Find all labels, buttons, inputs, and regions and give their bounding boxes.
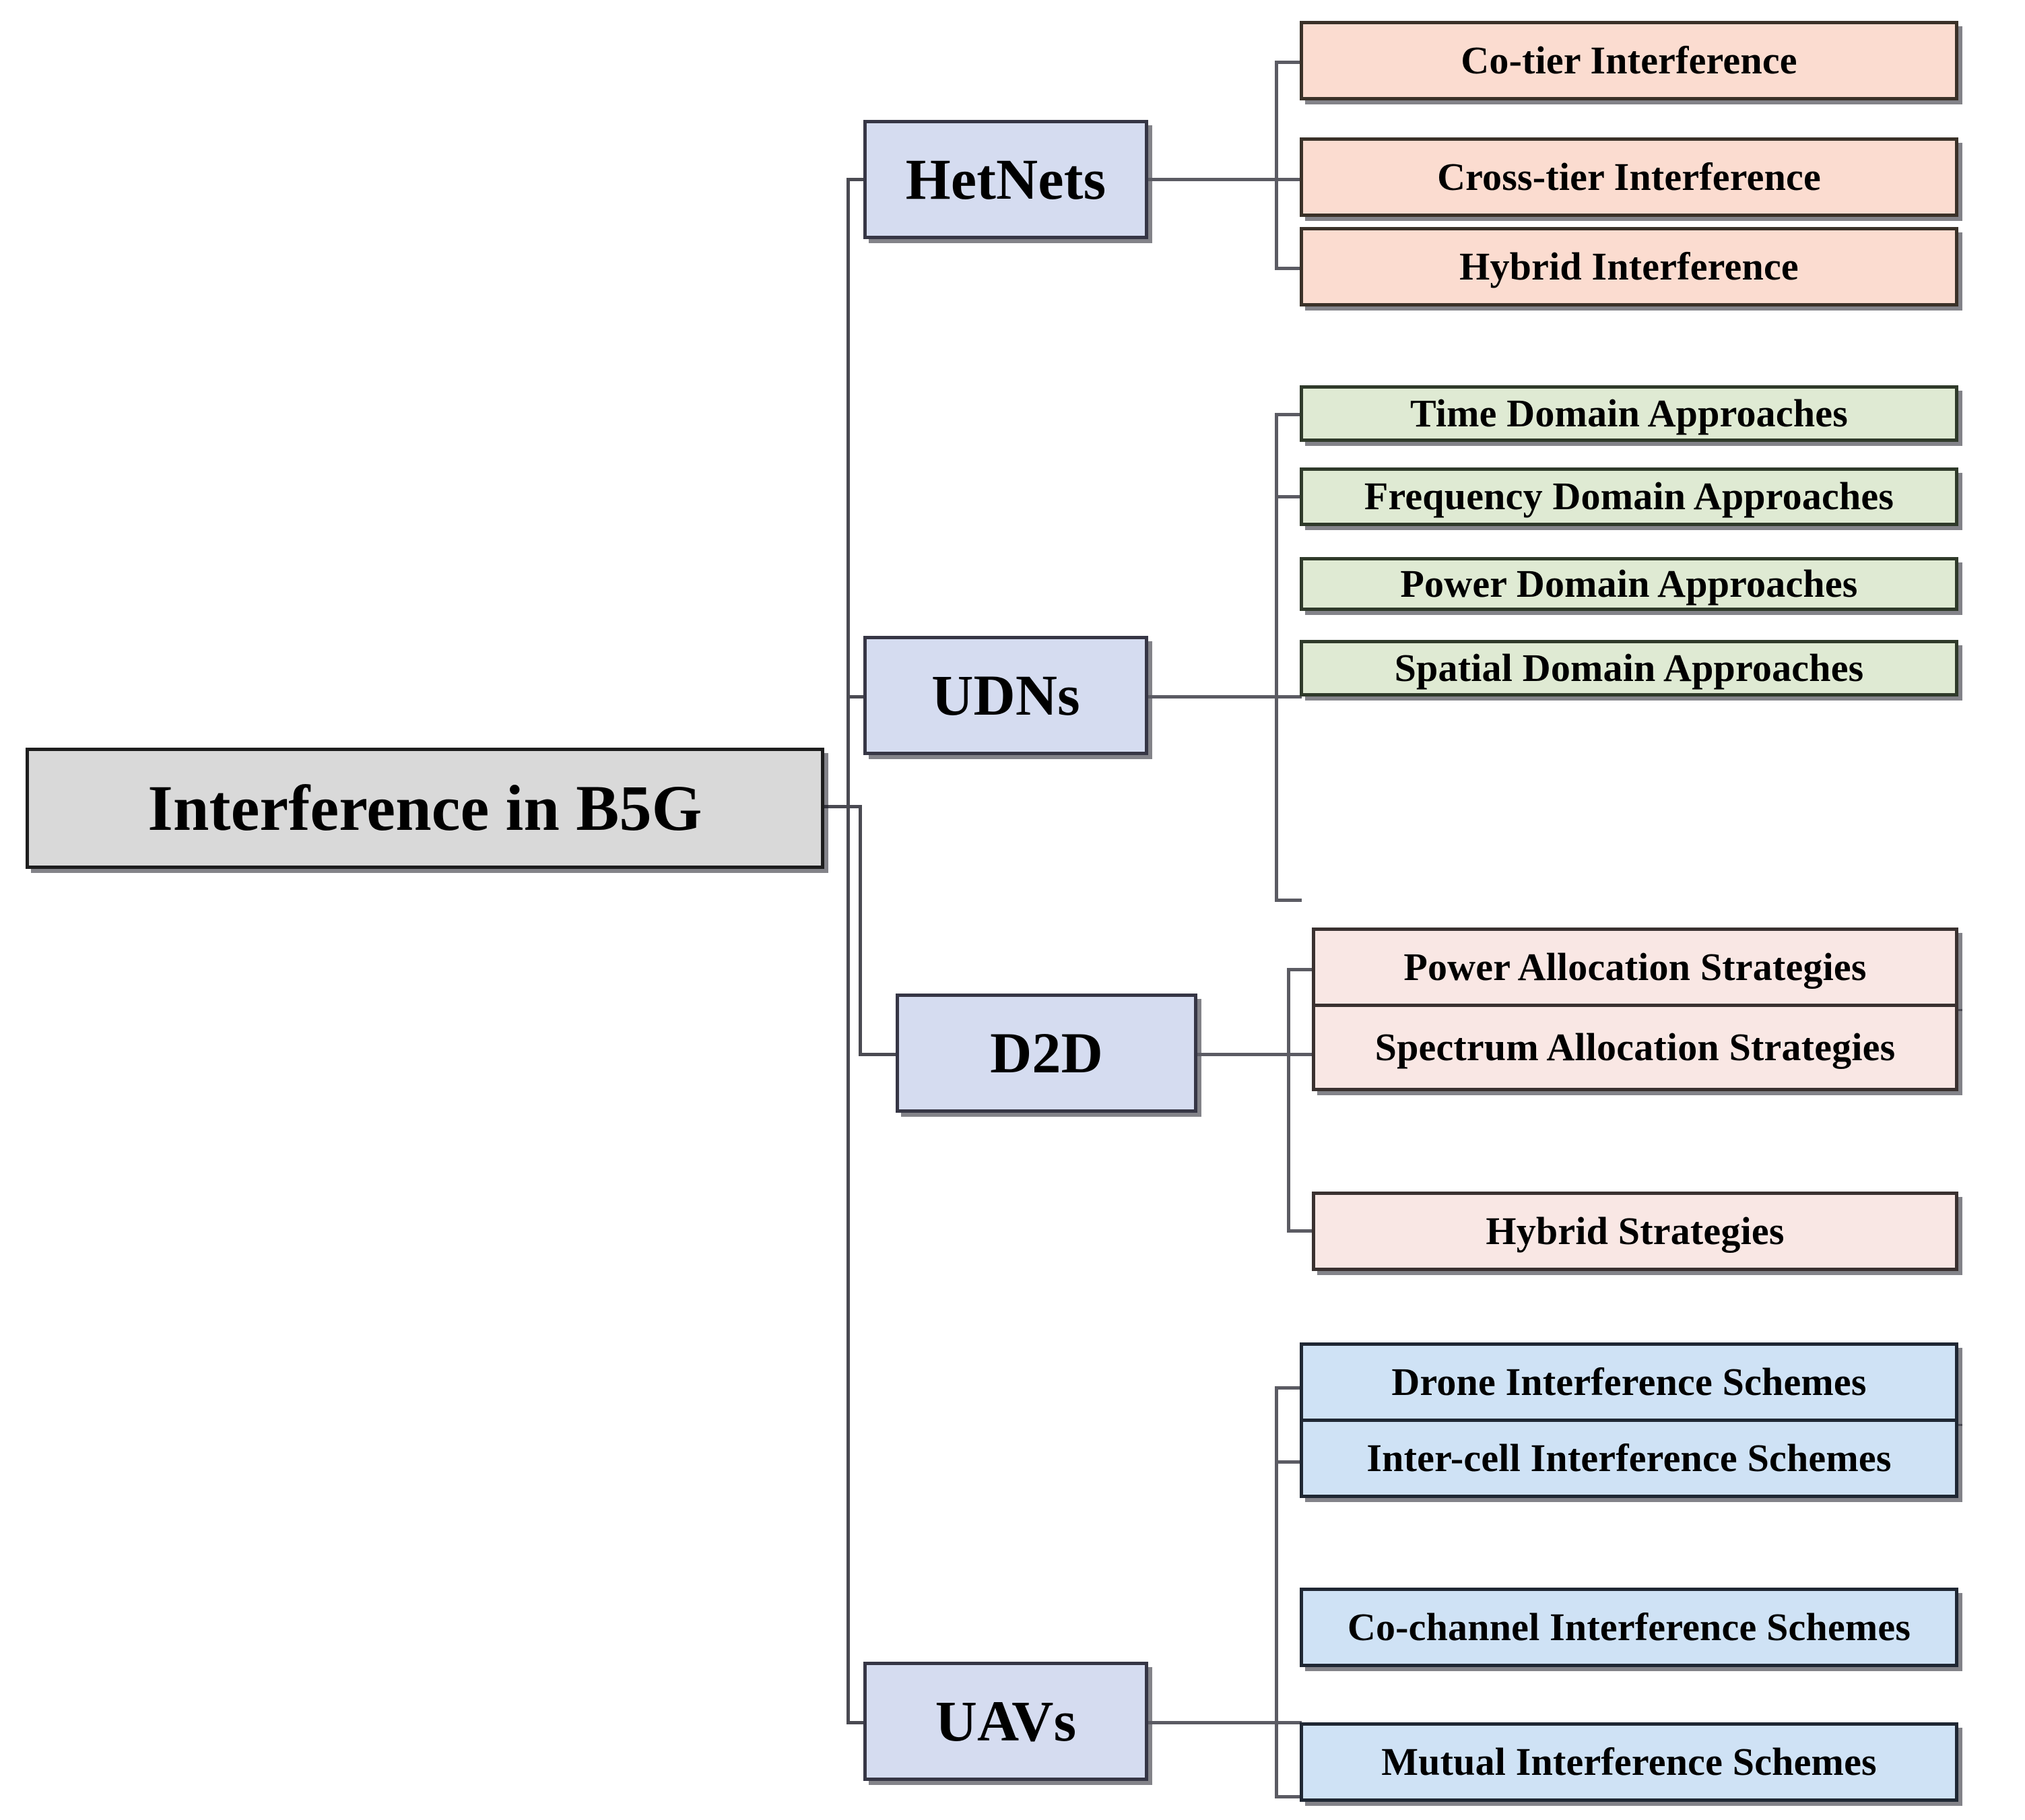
connector-d2d-leaf-0 <box>1287 968 1314 971</box>
leaf-label: Spectrum Allocation Strategies <box>1374 1025 1896 1069</box>
leaf-label: Inter-cell Interference Schemes <box>1366 1435 1892 1480</box>
connector-hetnets-out <box>1148 178 1276 181</box>
leaf-label: Frequency Domain Approaches <box>1364 474 1894 519</box>
leaf-label: Co-channel Interference Schemes <box>1347 1604 1911 1649</box>
connector-udns-leaf-0 <box>1275 413 1302 416</box>
leaf-label: Mutual Interference Schemes <box>1381 1739 1877 1784</box>
leaf-node-hybrid-interference[interactable]: Hybrid Interference <box>1300 227 1958 306</box>
leaf-node-spatial-domain-approaches[interactable]: Spatial Domain Approaches <box>1300 640 1958 696</box>
connector-udns-bus <box>1275 413 1278 902</box>
leaf-node-drone-interference-schemes[interactable]: Drone Interference Schemes <box>1300 1342 1958 1422</box>
connector-hetnets-leaf-0 <box>1275 61 1302 64</box>
branch-node-uavs[interactable]: UAVs <box>863 1662 1148 1781</box>
branch-node-hetnets-label: HetNets <box>905 147 1106 212</box>
connector-uavs-bus <box>1275 1386 1278 1796</box>
leaf-label: Time Domain Approaches <box>1410 391 1848 435</box>
connector-root-stub <box>824 805 851 808</box>
leaf-label: Spatial Domain Approaches <box>1394 645 1864 690</box>
connector-uavs-leaf-2 <box>1275 1721 1302 1724</box>
root-node-interference-in-b5g[interactable]: Interference in B5G <box>26 748 824 869</box>
leaf-node-power-allocation-strategies[interactable]: Power Allocation Strategies <box>1312 928 1958 1007</box>
leaf-label: Co-tier Interference <box>1461 38 1797 82</box>
connector-uavs-leaf-0 <box>1275 1386 1302 1390</box>
leaf-node-co-tier-interference[interactable]: Co-tier Interference <box>1300 21 1958 100</box>
connector-uavs-leaf-1 <box>1275 1460 1302 1464</box>
leaf-node-hybrid-strategies[interactable]: Hybrid Strategies <box>1312 1192 1958 1271</box>
leaf-label: Power Domain Approaches <box>1400 561 1858 606</box>
connector-to-d2d <box>859 1053 896 1056</box>
branch-node-udns-label: UDNs <box>931 663 1080 728</box>
connector-d2d-leaf-2 <box>1287 1229 1314 1233</box>
connector-udns-leaf-1 <box>1275 495 1302 498</box>
leaf-node-frequency-domain-approaches[interactable]: Frequency Domain Approaches <box>1300 467 1958 526</box>
leaf-node-co-channel-interference-schemes[interactable]: Co-channel Interference Schemes <box>1300 1588 1958 1667</box>
leaf-node-power-domain-approaches[interactable]: Power Domain Approaches <box>1300 557 1958 611</box>
root-node-label: Interference in B5G <box>147 771 702 844</box>
leaf-label: Power Allocation Strategies <box>1403 944 1867 989</box>
connector-udns-leaf-2 <box>1275 695 1302 698</box>
leaf-node-spectrum-allocation-strategies[interactable]: Spectrum Allocation Strategies <box>1312 1004 1958 1091</box>
connector-hetnets-leaf-2 <box>1275 267 1302 270</box>
leaf-node-time-domain-approaches[interactable]: Time Domain Approaches <box>1300 385 1958 442</box>
connector-d2d-leaf-1 <box>1287 1053 1314 1056</box>
leaf-label: Hybrid Strategies <box>1486 1208 1785 1253</box>
branch-node-udns[interactable]: UDNs <box>863 636 1148 755</box>
connector-hetnets-bus <box>1275 61 1278 269</box>
branch-node-hetnets[interactable]: HetNets <box>863 120 1148 239</box>
branch-node-d2d[interactable]: D2D <box>896 994 1197 1113</box>
connector-to-uavs <box>846 1721 867 1724</box>
connector-uavs-leaf-3 <box>1275 1795 1302 1798</box>
leaf-label: Cross-tier Interference <box>1437 154 1821 199</box>
branch-node-uavs-label: UAVs <box>935 1689 1077 1754</box>
leaf-node-mutual-interference-schemes[interactable]: Mutual Interference Schemes <box>1300 1722 1958 1802</box>
leaf-label: Drone Interference Schemes <box>1391 1359 1867 1404</box>
connector-d2d-bus <box>1287 968 1290 1232</box>
connector-udns-out <box>1148 695 1276 698</box>
connector-d2d-out <box>1197 1053 1288 1056</box>
connector-d2d-trunk <box>859 805 862 1055</box>
connector-main-trunk <box>846 178 850 1724</box>
connector-hetnets-leaf-1 <box>1275 178 1302 181</box>
connector-to-hetnets <box>846 178 867 181</box>
leaf-node-inter-cell-interference-schemes[interactable]: Inter-cell Interference Schemes <box>1300 1419 1958 1498</box>
leaf-node-cross-tier-interference[interactable]: Cross-tier Interference <box>1300 137 1958 217</box>
connector-d2d-branch <box>846 805 862 808</box>
branch-node-d2d-label: D2D <box>990 1020 1103 1086</box>
leaf-label: Hybrid Interference <box>1459 244 1799 288</box>
connector-uavs-out <box>1148 1721 1276 1724</box>
connector-to-udns <box>846 695 867 698</box>
connector-udns-leaf-3 <box>1275 899 1302 902</box>
